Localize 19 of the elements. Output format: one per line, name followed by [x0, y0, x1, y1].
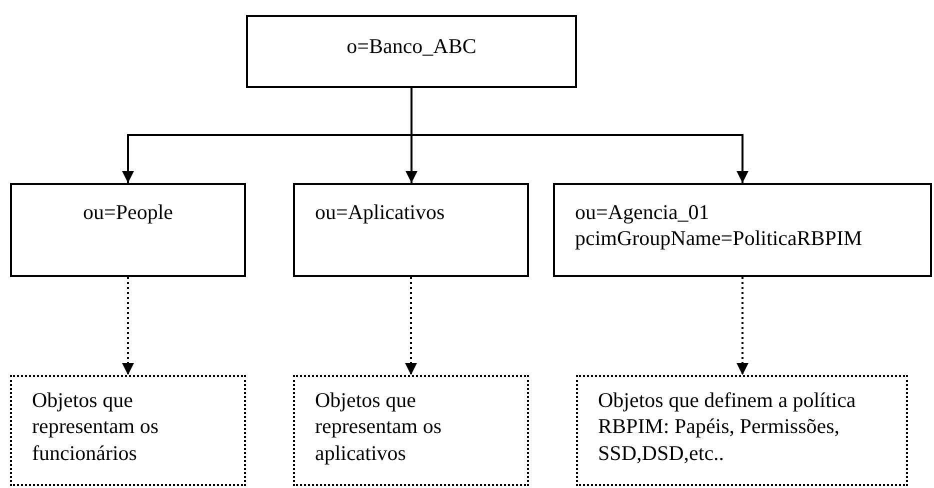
note-box: [576, 375, 908, 486]
node-label: o=Banco_ABC: [346, 33, 478, 60]
entry-box: [246, 15, 577, 88]
node-label: Objetos que definem a política RBPIM: Papéis, Permissões, SSD,DSD,etc..: [598, 387, 857, 466]
node-label: ou=People: [82, 199, 174, 226]
entry-box: [293, 183, 529, 277]
dotted-arrow: [736, 277, 748, 375]
dotted-arrow: [405, 277, 417, 375]
note-box: [10, 375, 246, 486]
entry-box: [10, 183, 246, 277]
note-box: [293, 375, 529, 486]
arrow: [410, 88, 748, 183]
node-label: ou=Agencia_01: [575, 199, 710, 226]
entry-box: [553, 183, 932, 277]
node-label: Objetos que representam os funcionários: [32, 387, 160, 466]
dotted-arrow: [122, 277, 134, 375]
node-label: Objetos que representam os aplicativos: [315, 387, 443, 466]
node-label: ou=Aplicativos: [315, 199, 446, 226]
node-label: pcimGroupName=PoliticaRBPIM: [575, 225, 864, 252]
